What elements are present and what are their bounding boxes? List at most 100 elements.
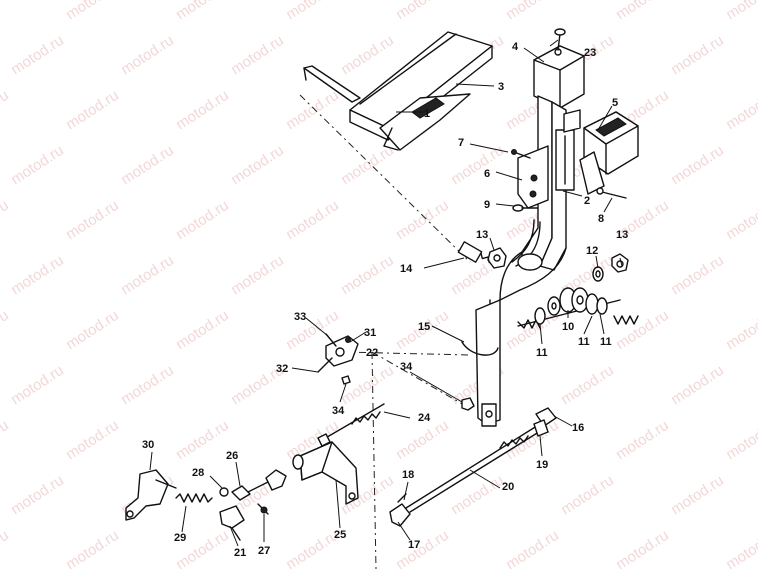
leader-lines [149,39,623,547]
watermark-text: motod.ru [118,142,177,189]
watermark-text: motod.ru [613,527,672,569]
watermark-text: motod.ru [503,527,562,569]
watermark-text: motod.ru [173,87,232,134]
watermark-text: motod.ru [393,197,452,244]
watermark-text: motod.ru [8,32,67,79]
watermark-text: motod.ru [63,527,122,569]
callout-label: 10 [562,321,574,333]
callout-label: 12 [586,245,598,257]
watermark-text: motod.ru [338,362,397,409]
watermark-text: motod.ru [118,252,177,299]
watermark-text: motod.ru [283,197,342,244]
callout-label: 16 [572,422,584,434]
callout-label: 32 [276,363,288,375]
top-screw [554,28,566,36]
watermark-text: motod.ru [338,252,397,299]
cable-conduit [511,219,543,271]
watermark-text: motod.ru [118,32,177,79]
callout-label: 22 [366,347,378,359]
cable-20 [389,407,557,527]
watermark-text: motod.ru [668,32,727,79]
watermark-text: motod.ru [283,87,342,134]
callout-label: 24 [418,412,431,424]
watermark-text: motod.ru [0,307,12,354]
callout-label: 33 [294,311,306,323]
watermark-text: motod.ru [668,252,727,299]
callout-label: 11 [578,336,590,348]
small-bolts [511,149,627,212]
callout-label: 31 [364,327,376,339]
callout-label: 7 [458,137,464,149]
cable-24 [317,403,385,447]
watermark-text: motod.ru [63,417,122,464]
callout-label: 6 [484,168,490,180]
watermark-text: motod.ru [283,0,342,23]
callout-label: 23 [584,47,596,59]
watermark-text: motod.ru [173,307,232,354]
callout-label: 20 [502,481,514,493]
wire-clip [461,341,499,356]
callout-label: 13 [476,229,488,241]
watermark-text: motod.ru [668,142,727,189]
watermark-text: motod.ru [228,32,287,79]
watermark-text: motod.ru [723,87,758,134]
watermark-text: motod.ru [8,142,67,189]
watermark-text: motod.ru [668,362,727,409]
watermark-text: motod.ru [503,0,562,23]
callout-label: 9 [484,199,490,211]
callout-label: 34 [400,361,413,373]
watermark-text: motod.ru [448,142,507,189]
guide-plate [517,109,581,209]
watermark-text: motod.ru [63,87,122,134]
callout-label: 17 [408,539,420,551]
watermark-text: motod.ru [0,417,12,464]
callout-label: 11 [536,347,548,359]
linkage-bracket [317,333,475,411]
assembly-centerlines [299,94,471,569]
spring-and-fittings [175,469,287,541]
watermark-text: motod.ru [668,472,727,519]
callout-labels: 1 2 3 4 5 6 7 8 9 10 11 11 11 12 13 13 1… [142,41,628,559]
watermark-text: motod.ru [613,0,672,23]
watermark-text: motod.ru [0,527,12,569]
watermark-text: motod.ru [448,472,507,519]
watermark-text: motod.ru [558,472,617,519]
watermark-text: motod.ru [63,307,122,354]
end-bracket [125,469,177,521]
watermark-text: motod.ru [228,252,287,299]
callout-label: 29 [174,532,186,544]
upper-crossbar [303,31,493,151]
watermark-text: motod.ru [8,472,67,519]
callout-label: 13 [616,229,628,241]
watermark-text: motod.ru [173,197,232,244]
nut-and-spring [457,241,507,269]
callout-label: 4 [512,41,519,53]
watermark-text: motod.ru [118,362,177,409]
watermark-text: motod.ru [228,142,287,189]
callout-label: 15 [418,321,430,333]
callout-label: 26 [226,450,238,462]
side-block [579,111,639,195]
watermark-text: motod.ru [723,307,758,354]
callout-label: 5 [612,97,618,109]
watermark-text: motod.ru [63,197,122,244]
watermark-text: motod.ru [723,197,758,244]
watermark-text: motod.ru [63,0,122,23]
callout-label: 14 [400,263,413,275]
watermark-text: motod.ru [338,32,397,79]
watermark-text: motod.ru [0,197,12,244]
callout-label: 2 [584,195,590,207]
callout-label: 19 [536,459,548,471]
callout-label: 34 [332,405,345,417]
watermark-text: motod.ru [723,0,758,23]
watermark-text: motod.ru [393,527,452,569]
watermark-text: motod.ru [173,0,232,23]
watermark-text: motod.ru [0,0,12,23]
watermark-text: motod.ru [613,417,672,464]
callout-label: 18 [402,469,414,481]
watermark-text: motod.ru [558,362,617,409]
callout-label: 28 [192,467,204,479]
watermark-text: motod.ru [613,307,672,354]
